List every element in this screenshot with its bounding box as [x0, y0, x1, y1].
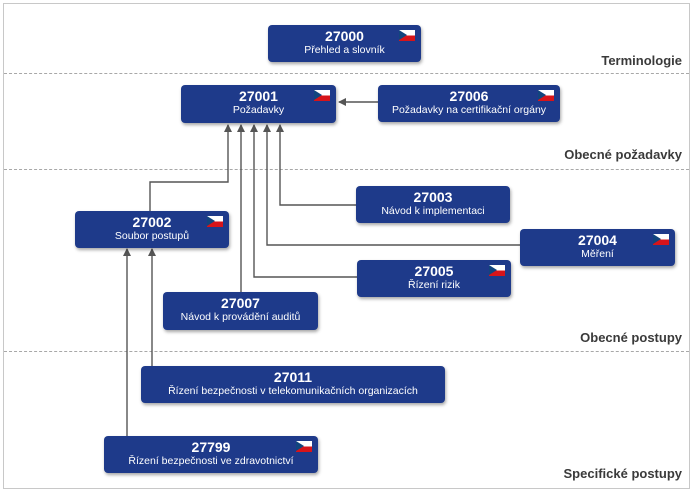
czech-flag-icon	[296, 441, 312, 452]
box-27011-title: Řízení bezpečnosti v telekomunikačních o…	[168, 385, 418, 397]
box-27799: 27799 Řízení bezpečnosti ve zdravotnictv…	[104, 436, 318, 473]
czech-flag-icon	[538, 90, 554, 101]
box-27001-title: Požadavky	[232, 104, 285, 116]
box-27003-title: Návod k implementaci	[381, 205, 485, 217]
box-27000: 27000 Přehled a slovník	[268, 25, 421, 62]
box-27001-code: 27001	[239, 88, 278, 104]
section-label-general-procedures: Obecné postupy	[580, 330, 682, 345]
arrow-27005-to-27001	[250, 124, 357, 278]
box-27004-title: Měření	[581, 248, 614, 260]
section-label-general-requirements: Obecné požadavky	[564, 147, 682, 162]
box-27002-title: Soubor postupů	[114, 230, 190, 242]
box-27007: 27007 Návod k provádění auditů	[163, 292, 318, 330]
czech-flag-icon	[314, 90, 330, 101]
box-27003: 27003 Návod k implementaci	[356, 186, 510, 223]
box-27011: 27011 Řízení bezpečnosti v telekomunikač…	[141, 366, 445, 403]
box-27004-code: 27004	[578, 232, 617, 248]
czech-flag-icon	[207, 216, 223, 227]
box-27002-code: 27002	[132, 214, 172, 230]
box-27007-code: 27007	[221, 295, 260, 311]
box-27005: 27005 Řízení rizik	[357, 260, 511, 297]
box-27004: 27004 Měření	[520, 229, 675, 266]
czech-flag-icon	[399, 30, 415, 41]
box-27002: 27002 Soubor postupů	[75, 211, 229, 248]
box-27006: 27006 Požadavky na certifikační orgány	[378, 85, 560, 122]
section-label-terminology: Terminologie	[601, 53, 682, 68]
box-27000-title: Přehled a slovník	[304, 44, 385, 56]
section-label-specific-procedures: Specifické postupy	[563, 466, 682, 481]
divider-terminology	[4, 73, 689, 74]
box-27003-code: 27003	[413, 189, 453, 205]
diagram-frame	[3, 3, 690, 489]
box-27007-title: Návod k provádění auditů	[180, 311, 301, 323]
divider-general-procedures	[4, 351, 689, 352]
box-27001: 27001 Požadavky	[181, 85, 336, 123]
box-27005-code: 27005	[414, 263, 454, 279]
box-27799-title: Řízení bezpečnosti ve zdravotnictví	[128, 455, 294, 467]
arrow-27003-to-27001	[276, 124, 356, 206]
box-27005-title: Řízení rizik	[408, 279, 460, 291]
box-27000-code: 27000	[325, 28, 364, 44]
arrow-27002-to-27001	[149, 124, 232, 211]
box-27006-code: 27006	[449, 88, 489, 104]
box-27011-code: 27011	[273, 369, 313, 385]
czech-flag-icon	[653, 234, 669, 245]
box-27799-code: 27799	[191, 439, 231, 455]
arrow-27004-to-27001	[263, 124, 520, 246]
box-27006-title: Požadavky na certifikační orgány	[391, 104, 547, 116]
divider-general-requirements	[4, 169, 689, 170]
czech-flag-icon	[489, 265, 505, 276]
